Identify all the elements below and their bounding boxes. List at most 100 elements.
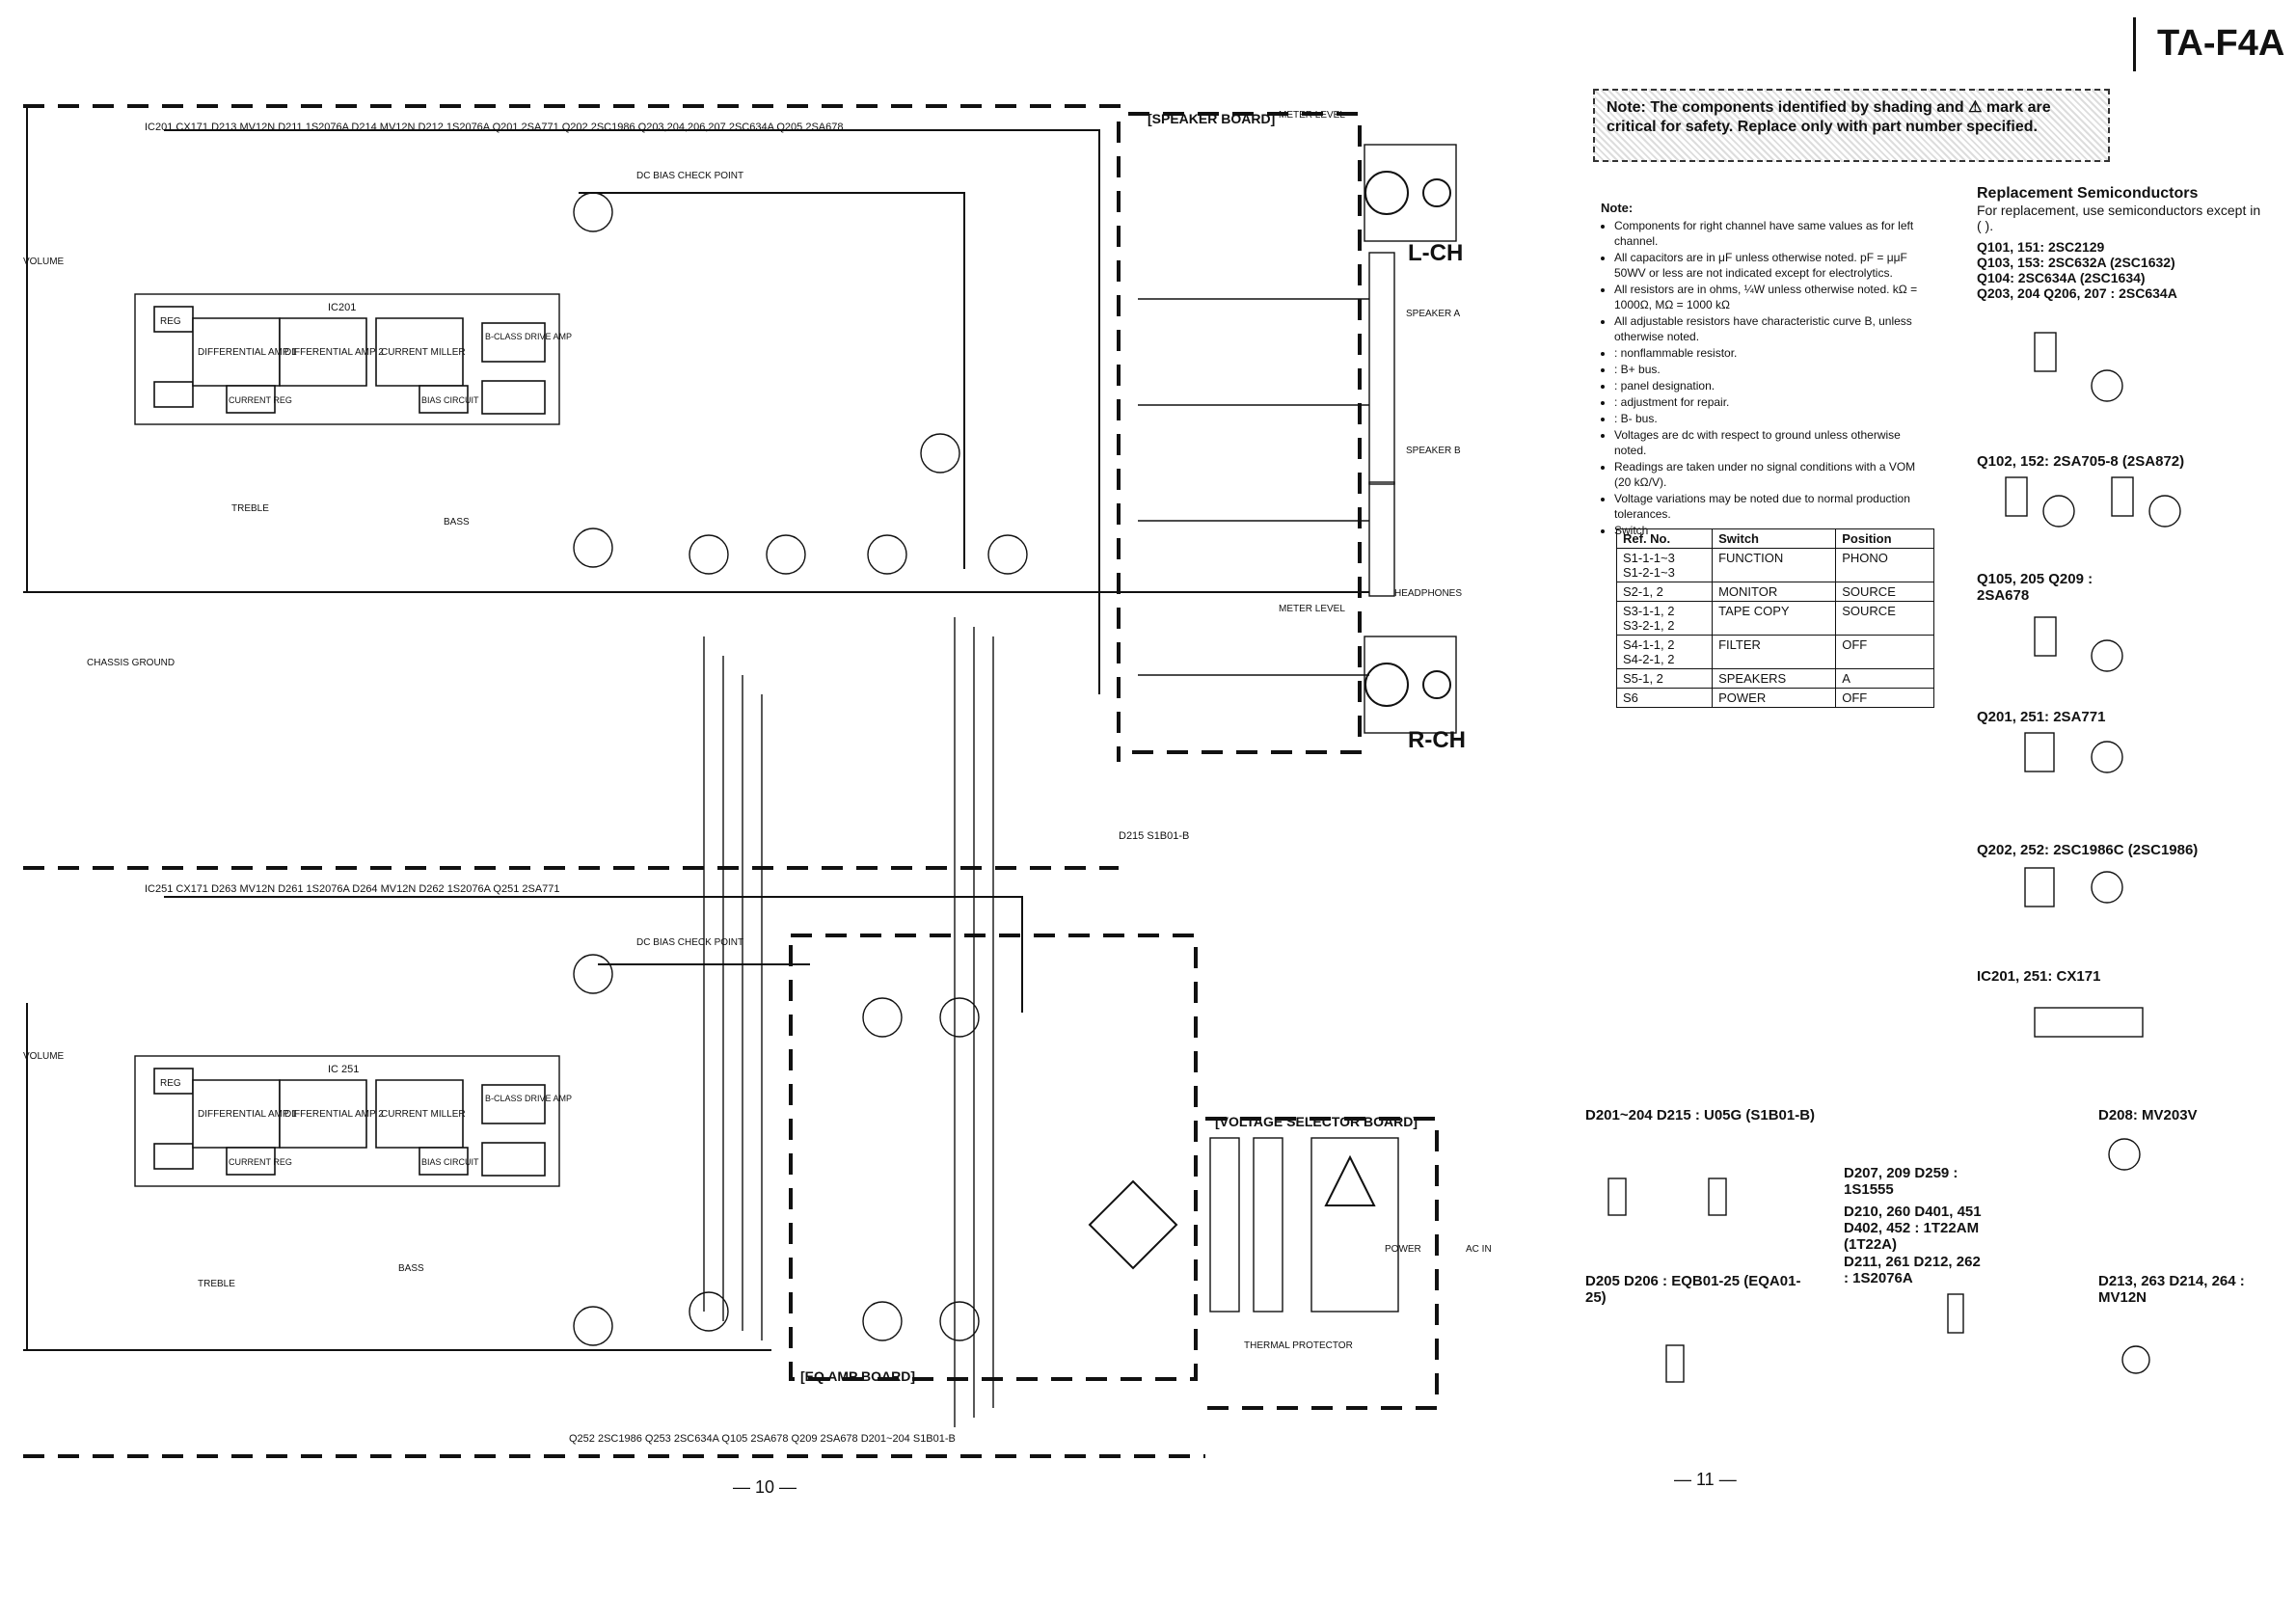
meter-me2 (1364, 663, 1409, 707)
meter-level-label: METER LEVEL (1279, 110, 1345, 121)
model-title: TA-F4A (2157, 23, 2285, 64)
note-item: Components for right channel have same v… (1614, 218, 1934, 249)
switch-table: Ref. No. Switch Position S1-1-1~3 S1-2-1… (1615, 528, 1934, 708)
repl-item: IC201, 251: CX171 (1977, 968, 2101, 985)
repl-item: Q105, 205 Q209 : 2SA678 (1977, 571, 2093, 604)
repl-item: Q102, 152: 2SA705-8 (2SA872) (1977, 453, 2185, 470)
dc-bias-label: DC BIAS CHECK POINT (636, 171, 743, 181)
eq-board-outline (789, 934, 1198, 1381)
bass-label: BASS (444, 517, 470, 528)
block-label: CURRENT REG (229, 395, 292, 405)
speaker-b-label: SPEAKER B (1406, 446, 1461, 456)
block-label: CURRENT MILLER (381, 347, 466, 358)
volume-label: VOLUME (23, 1051, 65, 1062)
note-item: : nonflammable resistor. (1614, 345, 1934, 361)
switch-position: SOURCE (1835, 582, 1934, 602)
note-item: All capacitors are in μF unless otherwis… (1614, 250, 1934, 281)
transformer-secondary (1253, 1137, 1283, 1313)
b-class-block (481, 322, 546, 363)
transformer-primary (1209, 1137, 1240, 1313)
bridge-rectifier (1088, 1179, 1178, 1270)
reg-block (153, 1143, 194, 1170)
note-item: Readings are taken under no signal condi… (1614, 459, 1934, 490)
reg-block (153, 1068, 194, 1095)
block-label: DIFFERENTIAL AMP 1 (198, 1109, 297, 1120)
repl-item: Q103, 153: 2SC632A (2SC1632) (1977, 255, 2175, 270)
b-class-block (481, 380, 546, 415)
speaker-board-label: [SPEAKER BOARD] (1148, 111, 1275, 126)
notes-section: Note: Components for right channel have … (1601, 201, 1934, 539)
repl-item: D210, 260 D401, 451 D402, 452 : 1T22AM (… (1844, 1204, 1982, 1253)
block-label: CURRENT REG (229, 1157, 292, 1167)
speaker-terminal-tm102 (1368, 481, 1395, 597)
note-item: : B- bus. (1614, 411, 1934, 426)
ic-label: IC201 (328, 302, 356, 313)
note-item: : B+ bus. (1614, 362, 1934, 377)
note-item: : panel designation. (1614, 378, 1934, 393)
speaker-wires (1138, 298, 1369, 676)
diff-amp2-block (279, 1079, 367, 1149)
switch-name: MONITOR (1712, 582, 1837, 602)
ic201-outline (134, 293, 560, 425)
block-label: BIAS CIRCUIT (421, 395, 479, 405)
left-channel-label: L-CH (1408, 240, 1463, 266)
supply-line-bottom (164, 896, 1023, 1013)
headphones-label: HEADPHONES (1394, 588, 1462, 599)
switch-ref: S6 (1615, 688, 1714, 708)
meter-lamp (1422, 178, 1451, 207)
thermal-protector-label: THERMAL PROTECTOR (1244, 1340, 1353, 1351)
transistor-symbols (573, 192, 1028, 1346)
switch-name: POWER (1712, 688, 1837, 708)
block-label: REG (160, 316, 181, 327)
ic-label: IC 251 (328, 1064, 359, 1075)
right-channel-label: R-CH (1408, 727, 1466, 753)
note-item: All resistors are in ohms, ¼W unless oth… (1614, 282, 1934, 312)
interboard-wires (703, 636, 763, 1340)
switch-position: OFF (1835, 688, 1934, 708)
b-class-block (481, 1142, 546, 1177)
switch-ref: S4-1-1, 2 S4-2-1, 2 (1615, 635, 1714, 669)
chassis-ground-label: CHASSIS GROUND (87, 658, 175, 668)
note-item: Voltage variations may be noted due to n… (1614, 491, 1934, 522)
switch-header-switch: Switch (1712, 528, 1837, 549)
block-label: DIFFERENTIAL AMP 1 (198, 347, 297, 358)
meter-level-label: METER LEVEL (1279, 604, 1345, 614)
reg-block (153, 306, 194, 333)
volume-label: VOLUME (23, 257, 65, 267)
switch-ref: S5-1, 2 (1615, 668, 1714, 689)
diff-amp2-block (279, 317, 367, 387)
ac-in-label: AC IN (1466, 1244, 1492, 1255)
treble-label: TREBLE (198, 1279, 235, 1289)
page-number-right: — 11 — (1674, 1470, 1737, 1489)
block-label: REG (160, 1078, 181, 1089)
bias-circuit-block (419, 385, 469, 414)
footer-parts: Q252 2SC1986 Q253 2SC634A Q105 2SA678 Q2… (569, 1433, 956, 1445)
header-parts-bottom: IC251 CX171 D263 MV12N D261 1S2076A D264… (145, 883, 560, 895)
supply-line-top (164, 129, 1100, 694)
d215-label: D215 S1B01-B (1119, 830, 1189, 842)
replacement-semiconductors: Replacement Semiconductors For replaceme… (1977, 185, 2266, 301)
repl-item: D207, 209 D259 : 1S1555 (1844, 1165, 1958, 1198)
repl-item: D213, 263 D214, 264 : MV12N (2098, 1273, 2245, 1306)
treble-label: TREBLE (231, 503, 269, 514)
page-number-left: — 10 — (733, 1477, 797, 1497)
block-label: B-CLASS DRIVE AMP (485, 1094, 572, 1103)
replacement-sub: For replacement, use semiconductors exce… (1977, 203, 2261, 233)
eq-board-label: [EQ AMP BOARD] (800, 1368, 915, 1384)
interboard-wires (954, 617, 994, 1427)
meter-me1 (1364, 171, 1409, 215)
repl-item: D211, 261 D212, 262 : 1S2076A (1844, 1254, 1981, 1286)
notes-list: Components for right channel have same v… (1601, 218, 1934, 538)
bass-label: BASS (398, 1263, 424, 1274)
block-label: DIFFERENTIAL AMP 2 (284, 347, 384, 358)
dc-bias-label: DC BIAS CHECK POINT (636, 937, 743, 948)
safety-note: Note: The components identified by shadi… (1593, 89, 2110, 162)
switch-position: SOURCE (1835, 601, 1934, 636)
repl-item: Q203, 204 Q206, 207 : 2SC634A (1977, 285, 2177, 301)
repl-item: Q101, 151: 2SC2129 (1977, 239, 2105, 255)
wire (579, 192, 965, 569)
switch-name: FUNCTION (1712, 548, 1837, 582)
